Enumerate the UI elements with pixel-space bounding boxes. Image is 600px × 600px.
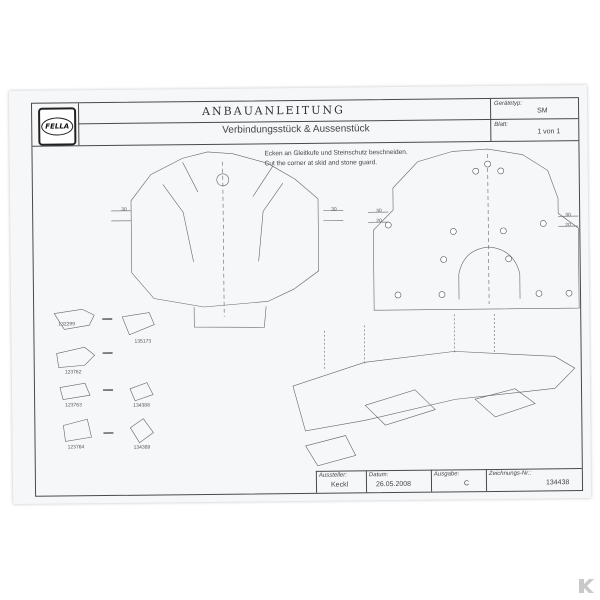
part-number: 134388 xyxy=(133,402,150,409)
drawing-frame: FELLA ANBAUANLEITUNG Verbindungsstück & … xyxy=(30,97,584,497)
left-skid-outline xyxy=(130,151,320,308)
part-number: 123762 xyxy=(64,369,82,376)
left-bolt-hole xyxy=(216,173,230,187)
part-sketches-top xyxy=(53,308,155,368)
dim-label: 30 xyxy=(121,206,127,213)
assembly-parts xyxy=(305,388,536,467)
dim-label: 30 xyxy=(565,212,571,219)
assembly-bolt-lines xyxy=(324,313,495,371)
right-centerline xyxy=(487,154,490,305)
footer-divider xyxy=(315,470,318,493)
edition-label: Ausgabe: xyxy=(433,471,460,478)
edition-value: C xyxy=(463,480,470,488)
dimension-lines xyxy=(111,210,579,227)
part-arrows xyxy=(102,318,114,434)
footer-divider xyxy=(430,469,433,492)
part-number: 123764 xyxy=(67,444,85,451)
issuer-value: Keckl xyxy=(330,481,349,489)
date-value: 26.05.2008 xyxy=(375,480,412,489)
part-number: 132299 xyxy=(58,321,76,328)
right-piece-cutout xyxy=(458,246,521,300)
part-number: 123763 xyxy=(65,402,82,409)
k-brand-icon xyxy=(579,579,594,593)
dim-label: 30 xyxy=(376,208,382,215)
right-piece-outline xyxy=(373,148,580,311)
issuer-label: Aussteller: xyxy=(318,472,347,479)
part-number: 134389 xyxy=(133,444,151,451)
footer-divider xyxy=(485,469,488,492)
dim-label: 30 xyxy=(331,206,337,213)
technical-drawing xyxy=(53,148,580,467)
footer-divider xyxy=(365,470,368,493)
part-number: 135173 xyxy=(134,338,152,345)
dim-label: 20 xyxy=(376,218,382,225)
left-skid-tab xyxy=(193,306,267,328)
part-sketches-bottom xyxy=(59,382,154,444)
drawing-number-value: 134438 xyxy=(545,479,570,487)
assembly-sketch xyxy=(292,351,576,432)
drawing-sheet: FELLA ANBAUANLEITUNG Verbindungsstück & … xyxy=(8,84,592,505)
left-skid-ribs xyxy=(162,162,284,263)
drawing-number-label: Zeichnungs-Nr.: xyxy=(488,470,532,478)
dim-label: 20 xyxy=(565,222,571,229)
left-centerline xyxy=(222,161,225,317)
date-label: Datum: xyxy=(368,472,389,479)
